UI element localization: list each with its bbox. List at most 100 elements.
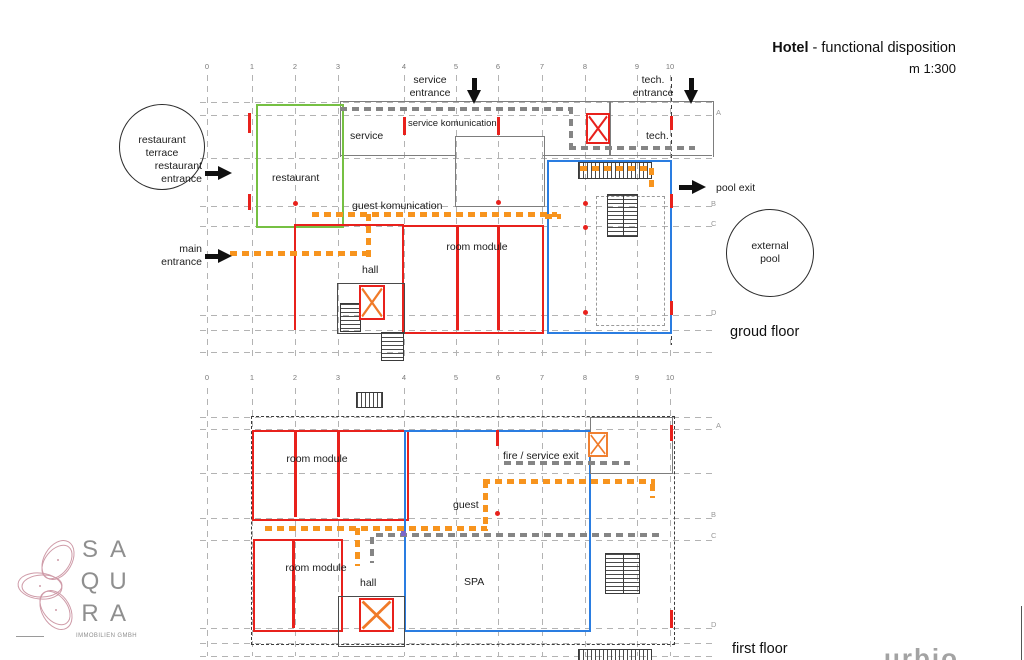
service-entrance-label: service entrance (409, 74, 451, 99)
fire-service-exit-label: fire / service exit (503, 450, 579, 462)
red-dot (496, 200, 501, 205)
room-modules-rect (402, 225, 544, 334)
external-pool-circle: external pool (726, 209, 814, 297)
grid-line-h (200, 540, 712, 541)
grid-line-v (207, 75, 208, 358)
logo-letter: R (81, 600, 99, 627)
red-dot (583, 201, 588, 206)
grid-number: 2 (292, 373, 298, 382)
arrow-down-icon (684, 78, 698, 104)
restaurant-rect (256, 104, 344, 228)
hall-core (338, 596, 405, 647)
guest-path (580, 166, 652, 171)
row-letter: D (711, 308, 717, 317)
guest-path (649, 168, 654, 188)
grid-number: 0 (204, 62, 210, 71)
logo-letter: Q (80, 568, 100, 595)
red-tick (497, 117, 500, 135)
module-divider (292, 539, 295, 628)
service-band-bottom (340, 154, 455, 156)
plan-title: Hotel - functional disposition m 1:300 (700, 40, 956, 76)
grid-line-v (207, 388, 208, 656)
grid-number: 3 (335, 373, 341, 382)
red-tick (670, 301, 673, 315)
guest-path (312, 212, 557, 217)
arrow-down-icon (467, 78, 481, 104)
module-divider (294, 430, 297, 517)
caption-ground-floor: groud floor (730, 324, 800, 340)
row-letter: B (711, 510, 717, 519)
grid-number: 6 (495, 373, 501, 382)
module-divider (337, 430, 340, 517)
logo-letter: S (81, 536, 98, 563)
tech-entrance-label: tech. entrance (632, 74, 674, 99)
grid-line-h (200, 643, 712, 644)
grid-line-v (585, 75, 586, 358)
guest-komunication-label: guest komunication (352, 200, 443, 212)
logo-letter: A (109, 536, 126, 563)
grid-line-v (542, 388, 543, 656)
grid-number: 10 (665, 373, 675, 382)
hall-core (337, 283, 405, 334)
grid-number: 8 (582, 62, 588, 71)
restaurant-entrance-label: restaurant entrance (154, 160, 202, 185)
restaurant-terrace-label: restaurant terrace (138, 134, 186, 159)
guest-path (483, 481, 488, 531)
grid-line-h (200, 656, 712, 657)
grid-number: 9 (634, 62, 640, 71)
guest-path (366, 214, 371, 257)
red-tick (670, 425, 673, 441)
elevator-icon (359, 285, 385, 320)
title-rest: - functional disposition (808, 40, 956, 56)
grid-number: 0 (204, 373, 210, 382)
service-komunication-label: service komunication (408, 118, 497, 129)
junction-dot (401, 531, 406, 536)
hall-zone-line (294, 224, 296, 330)
service-path (340, 107, 573, 111)
grid-number: 1 (249, 62, 255, 71)
grid-number: 7 (539, 373, 545, 382)
red-dot (583, 225, 588, 230)
arrow-right-icon (679, 180, 706, 194)
stairs-icon (356, 392, 383, 408)
grid-number: 3 (335, 62, 341, 71)
guest-path (545, 214, 561, 219)
guest-path (483, 479, 655, 484)
grid-number: 2 (292, 62, 298, 71)
room-modules-rect (253, 539, 343, 632)
grid-number: 5 (453, 373, 459, 382)
terrace-circle: restaurant terrace (119, 104, 205, 190)
grid-line-v (637, 388, 638, 656)
scale-label: m 1:300 (909, 61, 956, 76)
red-dot (293, 201, 298, 206)
grid-line-v (670, 388, 671, 656)
red-tick (670, 116, 673, 130)
stairs-icon (605, 553, 640, 594)
grid-number: 4 (401, 62, 407, 71)
grid-number: 4 (401, 373, 407, 382)
grid-line-h (200, 115, 712, 116)
title-bold: Hotel (772, 40, 809, 56)
stairs-icon (607, 194, 638, 237)
grid-line-v (295, 75, 296, 358)
grid-line-v (338, 388, 339, 656)
title-line: Hotel - functional disposition (700, 40, 956, 56)
fire-exit-path (504, 461, 630, 465)
hall-label: hall (360, 577, 377, 589)
row-letter: C (711, 219, 717, 228)
hall-zone-line (294, 224, 404, 226)
room-module-label: room module (446, 241, 508, 253)
grid-number: 5 (453, 62, 459, 71)
hall-label: hall (362, 264, 379, 276)
grid-number: 7 (539, 62, 545, 71)
row-letter: A (716, 108, 722, 117)
service-label: service (350, 130, 384, 142)
red-tick (670, 194, 673, 208)
row-letter: B (711, 199, 717, 208)
pool-exit-label: pool exit (716, 182, 756, 194)
grid-line-v (252, 388, 253, 656)
stairs-icon (578, 649, 652, 660)
logo-subtitle: IMMOBILIEN GMBH (76, 633, 138, 639)
red-tick (496, 430, 499, 446)
